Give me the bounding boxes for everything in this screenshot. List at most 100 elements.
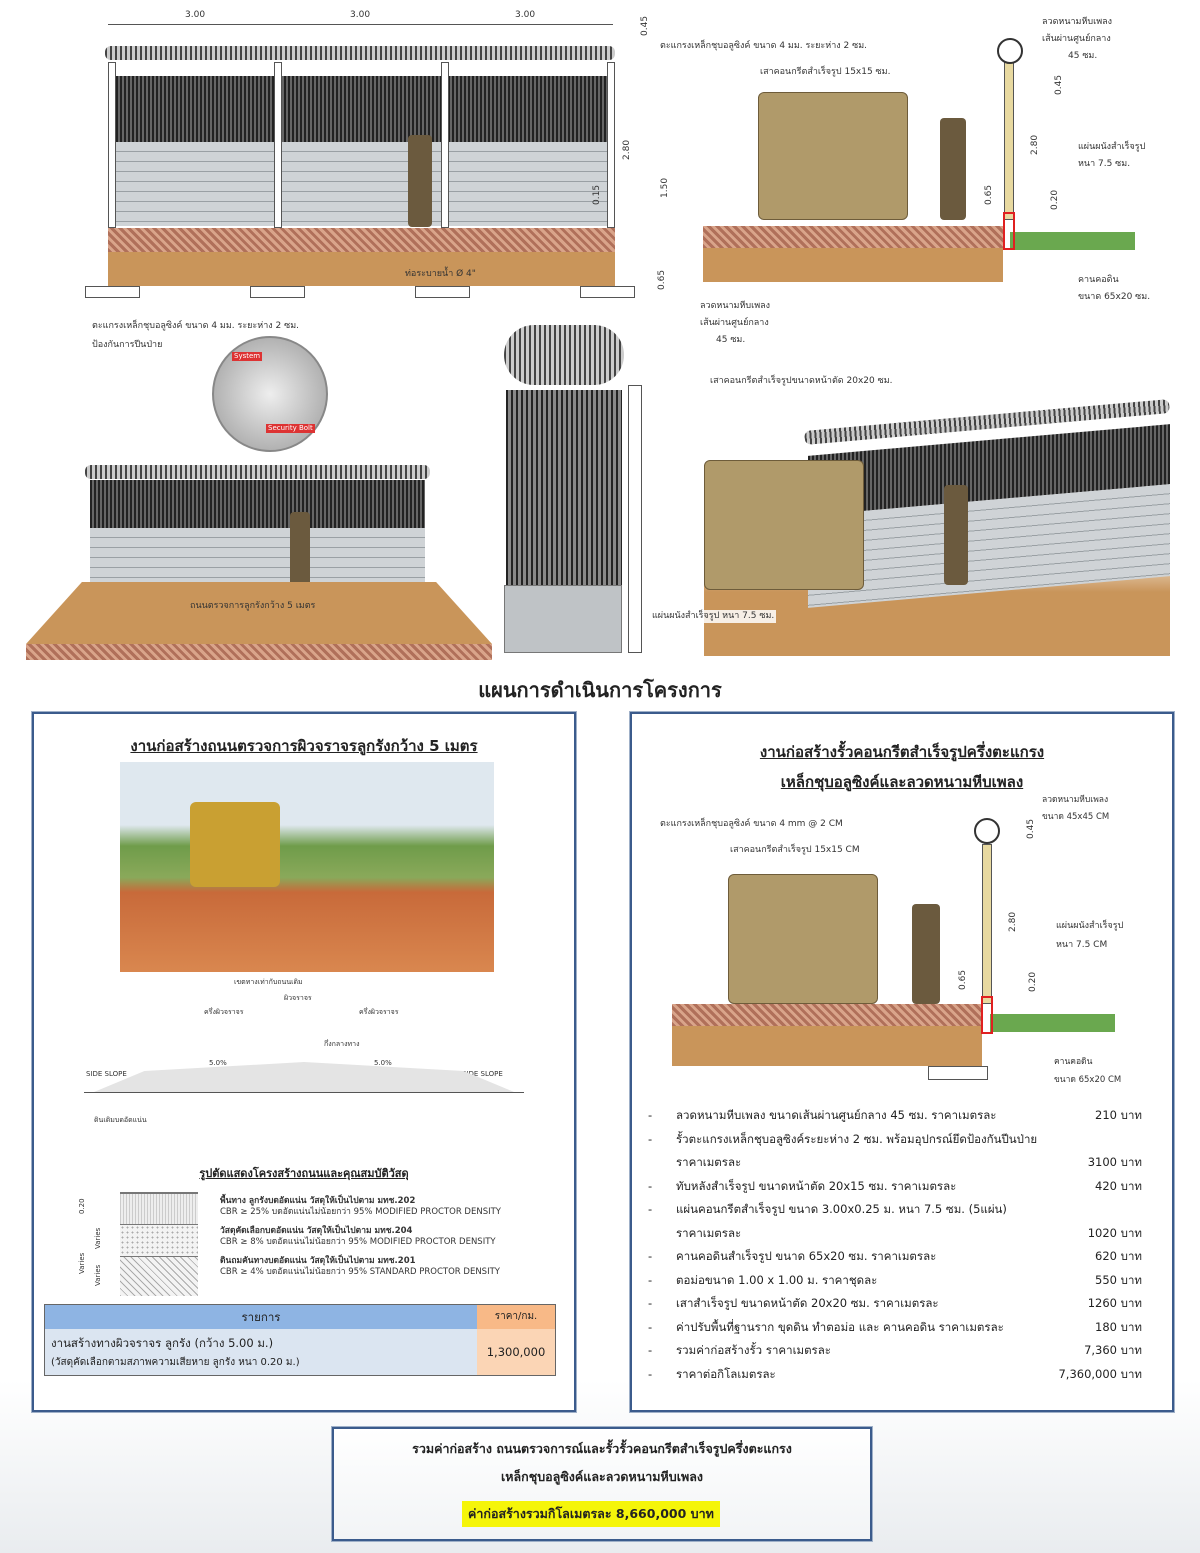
- cost-item-price: 550 บาท: [1095, 1272, 1142, 1287]
- fence-post: [982, 844, 992, 1004]
- bullet-dash: -: [648, 1319, 653, 1334]
- table-header: รายการ: [45, 1305, 477, 1329]
- xs-label: SIDE SLOPE: [86, 1070, 127, 1078]
- layer-embankment: [120, 1256, 198, 1296]
- wall-label: แผ่นผนังสำเร็จรูป: [1056, 921, 1124, 931]
- dim-label: Varies: [78, 1252, 86, 1274]
- barbed-label: 45 ซม.: [716, 335, 746, 345]
- barbed-wire: [85, 465, 430, 479]
- vehicle-figure: [728, 874, 878, 1004]
- summary-line: เหล็กชุบอลูซิงค์และลวดหนามหีบเพลง: [501, 1469, 703, 1484]
- soldier-figure: [940, 118, 966, 220]
- steel-mesh: [90, 480, 425, 528]
- cost-item-text: ค่าปรับพื้นที่ฐานราก ขุดดิน ทำตอม่อ และ …: [676, 1319, 1004, 1334]
- road-base: [672, 1004, 982, 1026]
- dim-label: 0.15: [592, 184, 602, 205]
- fence-cost-list: - ลวดหนามหีบเพลง ขนาดเส้นผ่านศูนย์กลาง 45…: [640, 1104, 1142, 1386]
- fence-post: [441, 62, 449, 228]
- layer-name: พื้นทาง ลูกรังบดอัดแน่น วัสดุให้เป็นไปตา…: [220, 1196, 416, 1206]
- cost-item-price: 7,360,000 บาท: [1058, 1366, 1142, 1381]
- footing: [580, 286, 635, 298]
- footing: [250, 286, 305, 298]
- footing: [85, 286, 140, 298]
- grader-figure: [190, 802, 280, 887]
- cost-item: -รั้วตะแกรงเหล็กชุบอลูซิงค์ระยะห่าง 2 ซม…: [640, 1128, 1142, 1152]
- xs-label: ครึ่งผิวจราจร: [359, 1008, 399, 1016]
- soldier-figure: [944, 485, 968, 585]
- table-cell: 1,300,000: [477, 1329, 555, 1375]
- cost-item: -เสาสำเร็จรูป ขนาดหน้าตัด 20x20 ซม. ราคา…: [640, 1292, 1142, 1316]
- bullet-dash: -: [648, 1131, 653, 1146]
- detail-label: Security Bolt: [266, 424, 315, 433]
- road-base: [26, 644, 492, 660]
- fence-post: [628, 385, 642, 653]
- cost-item-text: แผ่นคอนกรีตสำเร็จรูป ขนาด 3.00x0.25 ม. ห…: [676, 1202, 1007, 1216]
- layer-spec: CBR ≥ 8% บดอัดแน่นไม่น้อยกว่า 95% MODIFI…: [220, 1237, 496, 1247]
- bullet-dash: -: [648, 1108, 653, 1122]
- summary-box: รวมค่าก่อสร้าง ถนนตรวจการณ์และรั้วรั้วคอ…: [332, 1427, 872, 1541]
- xs-label: กึ่งกลางทาง: [324, 1040, 360, 1048]
- cost-item-price: 620 บาท: [1095, 1249, 1142, 1263]
- cost-item-text: ราคาเมตรละ: [676, 1225, 742, 1240]
- road-panel: งานก่อสร้างถนนตรวจการผิวจราจรลูกรังกว้าง…: [32, 712, 576, 1412]
- cost-item-price: 180 บาท: [1095, 1319, 1142, 1334]
- barbed-coil: [974, 818, 1000, 844]
- summary-line: รวมค่าก่อสร้าง ถนนตรวจการณ์และรั้วรั้วคอ…: [412, 1441, 792, 1456]
- dim-label: Varies: [94, 1227, 102, 1249]
- barbed-wire: [105, 46, 615, 60]
- dim-label: 2.80: [622, 139, 632, 160]
- road-panel-title: งานก่อสร้างถนนตรวจการผิวจราจรลูกรังกว้าง…: [130, 737, 478, 755]
- cost-item: - แผ่นคอนกรีตสำเร็จรูป ขนาด 3.00x0.25 ม. …: [640, 1198, 1142, 1222]
- layer-description: ดินถมคันทางบดอัดแน่น วัสดุให้เป็นไปตาม ม…: [220, 1256, 500, 1278]
- cost-item: - ค่าปรับพื้นที่ฐานราก ขุดดิน ทำตอม่อ และ…: [640, 1316, 1142, 1340]
- bullet-dash: -: [648, 1272, 653, 1287]
- cost-item-price: 1020 บาท: [1087, 1225, 1142, 1240]
- dim-label: 0.20: [78, 1198, 86, 1214]
- table-cell: งานสร้างทางผิวจราจร ลูกรัง (กว้าง 5.00 ม…: [51, 1336, 274, 1350]
- bullet-dash: -: [648, 1178, 653, 1193]
- fence-post: [108, 62, 116, 228]
- cost-item: -คานคอดินสำเร็จรูป ขนาด 65x20 ซม. ราคาเม…: [640, 1245, 1142, 1269]
- section-title: รูปตัดแสดงโครงสร้างถนนและคุณสมบัติวัสดุ: [199, 1167, 409, 1180]
- fence-post: [607, 62, 615, 228]
- cost-item-text: ลวดหนามหีบเพลง ขนาดเส้นผ่านศูนย์กลาง 45 …: [676, 1108, 997, 1122]
- dim-label: 3.00: [350, 10, 371, 20]
- dimension-line: [108, 24, 613, 25]
- xs-label: SIDE SLOPE: [462, 1070, 503, 1078]
- dim-label: 0.65: [958, 969, 968, 990]
- wall-label: แผ่นผนังสำเร็จรูป หนา 7.5 ซม.: [650, 610, 777, 623]
- steel-mesh: [506, 390, 622, 585]
- xs-label: 5.0%: [209, 1059, 227, 1067]
- road-cost-table: รายการ ราคา/กม. งานสร้างทางผิวจราจร ลูกร…: [44, 1304, 556, 1376]
- cost-item-text: รวมค่าก่อสร้างรั้ว ราคาเมตรละ: [676, 1343, 831, 1357]
- beam-label: ขนาด 65x20 CM: [1054, 1075, 1122, 1085]
- fence-post: [274, 62, 282, 228]
- barbed-label: ลวดหนามหีบเพลง: [1042, 795, 1109, 805]
- post-label: เสาคอนกรีตสำเร็จรูป 15x15 CM: [730, 845, 860, 855]
- dim-label: 0.20: [1028, 971, 1038, 992]
- soldier-figure: [290, 512, 310, 586]
- barbed-label: ขนาด 45x45 CM: [1042, 812, 1110, 822]
- bullet-dash: -: [648, 1202, 653, 1216]
- mesh-label: ตะแกรงเหล็กชุบอลูซิงค์ ขนาด 4 มม. ระยะห่…: [660, 41, 867, 51]
- cost-item-price: 1260 บาท: [1087, 1296, 1142, 1310]
- soil: [672, 1026, 982, 1066]
- dim-label: 3.00: [185, 10, 206, 20]
- cost-item-text: ราคาต่อกิโลเมตรละ: [676, 1366, 776, 1381]
- grass: [1010, 232, 1135, 250]
- dim-label: 1.50: [660, 177, 670, 198]
- footing: [928, 1066, 988, 1080]
- summary-total: ค่าก่อสร้างรวมกิโลเมตรละ 8,660,000 บาท: [462, 1501, 720, 1527]
- layer-base: [120, 1192, 198, 1224]
- concrete-panel: [504, 585, 622, 653]
- dim-label: 0.65: [657, 269, 667, 290]
- barbed-coil: [504, 325, 624, 385]
- barbed-label: ลวดหนามหีบเพลง: [700, 301, 771, 311]
- cost-item-price: 210 บาท: [1095, 1108, 1142, 1122]
- soil: [703, 248, 1003, 282]
- ground-beam: [108, 228, 615, 252]
- xs-label: ดินเดิมบดอัดแน่น: [94, 1116, 147, 1124]
